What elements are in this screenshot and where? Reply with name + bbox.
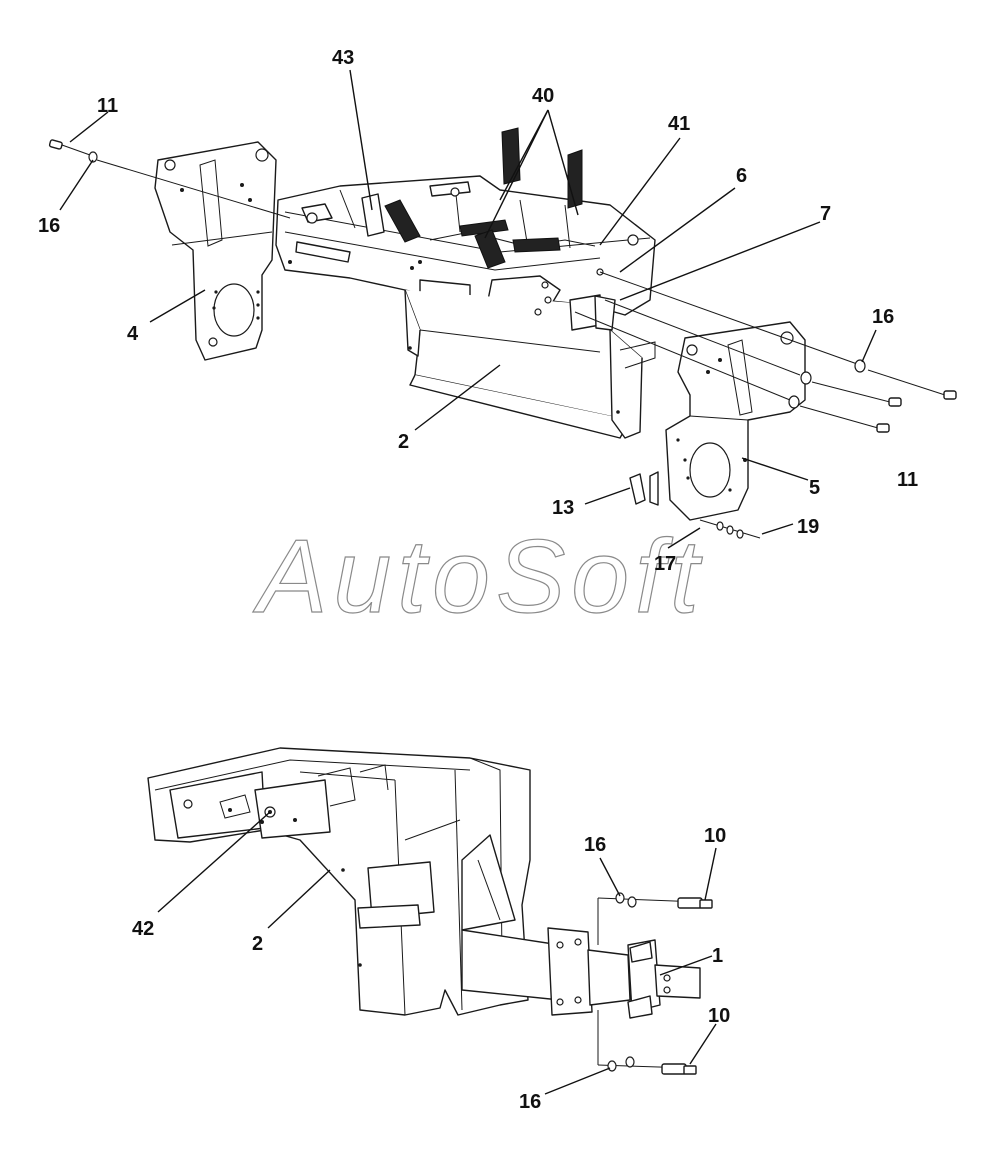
callout-2-top: 2 [398, 431, 409, 453]
main-frame-body [275, 127, 656, 439]
callout-1: 1 [712, 945, 723, 967]
callout-11-top-left: 11 [97, 95, 118, 117]
top-frame-assembly [48, 69, 957, 549]
bottom-leader-lines [157, 811, 717, 1095]
callout-10-bottom-top: 10 [704, 825, 726, 847]
callout-16-top-left: 16 [38, 215, 60, 237]
callout-7: 7 [820, 203, 831, 225]
callout-19: 19 [797, 516, 819, 538]
callout-6: 6 [736, 165, 747, 187]
callout-5: 5 [809, 477, 820, 499]
callout-11-top-right: 11 [897, 469, 918, 491]
callout-13: 13 [552, 497, 574, 519]
callout-labels: 43 40 41 11 16 6 7 4 16 2 11 5 13 19 17 … [38, 47, 918, 1113]
callout-40: 40 [532, 85, 554, 107]
callout-4: 4 [127, 323, 139, 345]
bottom-frame-assembly [147, 747, 713, 1075]
callout-16-bottom-top: 16 [584, 834, 606, 856]
callout-41: 41 [668, 113, 690, 135]
callout-2-bottom: 2 [252, 933, 263, 955]
callout-17: 17 [654, 553, 676, 575]
callout-43: 43 [332, 47, 354, 69]
right-side-plate [665, 321, 806, 521]
top-fasteners [48, 139, 957, 539]
watermark-text: AutoSoft [252, 519, 705, 635]
top-leader-lines [59, 69, 877, 549]
left-side-plate [154, 141, 277, 361]
callout-42: 42 [132, 918, 154, 940]
callout-10-bottom-low: 10 [708, 1005, 730, 1027]
callout-16-bottom-low: 16 [519, 1091, 541, 1113]
callout-16-top-right: 16 [872, 306, 894, 328]
